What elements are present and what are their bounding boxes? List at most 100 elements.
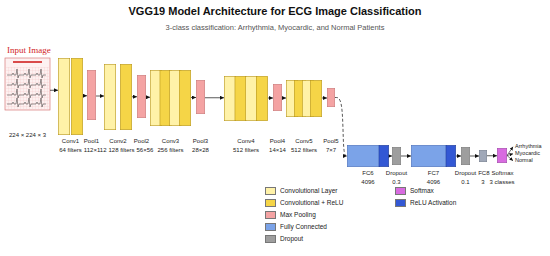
legend-swatch: [265, 211, 276, 219]
output-fc-block-shape: [479, 150, 487, 162]
layer-name: Pool5: [323, 138, 338, 145]
conv-block: Conv2128 filters: [104, 64, 132, 130]
conv-block: Conv3256 filters: [150, 70, 191, 126]
flow-arrow: [50, 90, 58, 91]
pool-block-shape: [137, 75, 146, 118]
layer-name: Dropout: [386, 170, 407, 177]
output-arrow: [507, 154, 513, 156]
legend-swatch: [395, 199, 406, 207]
class-label: Arrhythmia: [515, 143, 542, 149]
output-arrows: [507, 147, 513, 161]
layer-name: Softmax: [492, 170, 514, 177]
output-arrow: [507, 156, 513, 161]
legend-swatch: [265, 235, 276, 243]
conv-slab: [235, 76, 246, 120]
flow-arrow: [335, 98, 347, 157]
conv-slab: [71, 58, 82, 134]
flow-arrow: [470, 156, 479, 157]
pool-block: Pool1112×112: [87, 70, 96, 120]
ecg-trace: [7, 98, 46, 107]
legend-text: Convolutional + ReLU: [280, 199, 343, 206]
legend-text: Convolutional Layer: [280, 187, 337, 194]
conv-block-shape: [224, 76, 268, 121]
layer-detail: 128 filters: [108, 147, 134, 154]
pool-block: Pool256×56: [137, 75, 146, 118]
legend-text: Fully Connected: [280, 223, 327, 230]
conv-slab: [58, 58, 69, 134]
legend-swatch: [265, 223, 276, 231]
layer-detail: 28×28: [192, 147, 209, 154]
layer-detail: 4096: [361, 179, 374, 186]
pool-block: Pool328×28: [196, 80, 205, 114]
layer-name: Conv5: [295, 138, 312, 145]
pool-block-shape: [273, 84, 282, 111]
flow-arrow: [487, 155, 497, 156]
softmax-block-shape: [497, 148, 507, 163]
layer-detail: 512 filters: [233, 147, 259, 154]
layer-name: Conv4: [237, 138, 254, 145]
input-heading: Input Image: [7, 45, 51, 55]
layer-detail: 512 filters: [291, 147, 317, 154]
conv-slab: [256, 76, 267, 120]
class-label: Myocardic: [515, 150, 540, 156]
pool-slab: [87, 70, 95, 119]
flow-arrow: [322, 98, 327, 99]
layer-name: Conv3: [162, 138, 179, 145]
legend-text: Max Pooling: [280, 211, 316, 218]
ecg-trace: [7, 79, 46, 88]
flow-arrow: [132, 96, 137, 97]
layer-name: Conv1: [62, 138, 79, 145]
layer-detail: 3 classes: [490, 179, 515, 186]
output-arrow: [507, 147, 513, 156]
layer-detail: 56×56: [137, 147, 154, 154]
fc-block-shape: [411, 145, 456, 167]
legend-text: Softmax: [410, 187, 434, 194]
pool-block-shape: [87, 70, 96, 120]
dropout-block-shape: [392, 147, 401, 165]
layer-detail: 64 filters: [59, 147, 82, 154]
flow-arrow: [146, 97, 150, 98]
pool-slab: [273, 84, 281, 110]
layer-name: Conv2: [109, 138, 126, 145]
legend-text: Dropout: [280, 235, 303, 242]
flow-arrow: [96, 96, 104, 97]
conv-block-shape: [286, 80, 322, 117]
output-fc-block-slab: [479, 150, 486, 161]
diagram-subtitle: 3-class classification: Arrhythmia, Myoc…: [0, 24, 550, 33]
legend-swatch: [395, 187, 406, 195]
ecg-paper: [5, 58, 50, 110]
ecg-trace: [7, 69, 46, 78]
flow-arrow: [456, 156, 461, 157]
ecg-title-bar: [13, 61, 42, 63]
pool-block-shape: [327, 88, 335, 107]
ecg-grid: [6, 67, 49, 109]
layer-name: FC8: [478, 170, 489, 177]
legend-swatch: [265, 187, 276, 195]
ecg-trace: [7, 89, 46, 98]
input-image: Input Image224 × 224 × 3: [5, 58, 50, 110]
ecg-sheet: [5, 58, 50, 110]
fc-block-shape: [347, 145, 389, 167]
flow-arrow: [401, 156, 411, 157]
conv-block: Conv4512 filters: [224, 76, 268, 121]
layer-name: Pool4: [270, 138, 285, 145]
dropout-block-slab: [461, 147, 469, 164]
fc-slab: [347, 145, 379, 166]
pool-block: Pool57×7: [327, 88, 335, 107]
flow-arrow: [268, 98, 273, 99]
flow-arrow: [389, 156, 392, 157]
input-size: 224 × 224 × 3: [9, 132, 46, 139]
legend-swatch: [265, 199, 276, 207]
fc-block: FC64096: [347, 145, 389, 167]
legend-text: ReLU Activation: [410, 199, 456, 206]
flow-arrow: [83, 95, 87, 96]
conv-block: Conv5512 filters: [286, 80, 322, 117]
pool-slab: [137, 75, 145, 117]
layer-name: Pool2: [134, 138, 149, 145]
conv-slab: [120, 64, 131, 129]
layer-detail: 0.3: [392, 179, 400, 186]
layer-detail: 0.1: [461, 179, 469, 186]
class-label: Normal: [515, 157, 533, 163]
layer-detail: 14×14: [269, 147, 286, 154]
